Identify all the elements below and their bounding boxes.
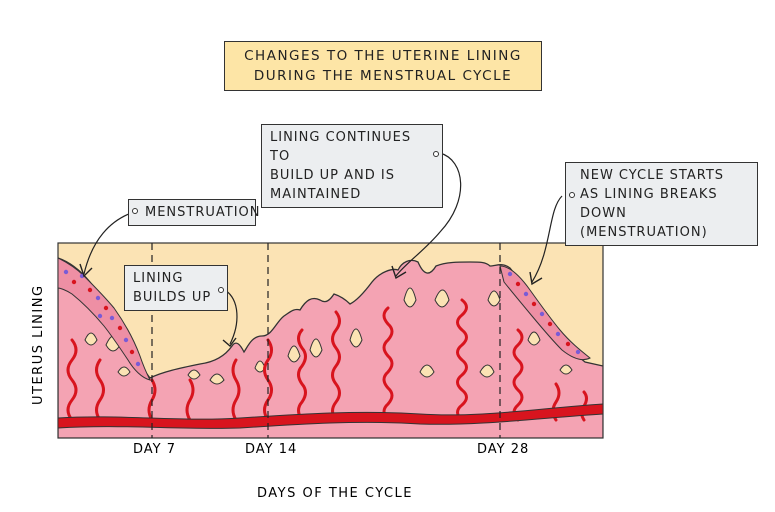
tag-hole-icon (569, 192, 575, 198)
shedding-layer-left (58, 257, 151, 381)
day-markers (151, 243, 501, 438)
pointer-arrowheads (79, 263, 543, 348)
x-axis-label: DAYS OF THE CYCLE (257, 486, 413, 501)
tag-hole-icon (433, 151, 439, 157)
title-line-1: CHANGES TO THE UTERINE LINING (244, 48, 522, 64)
title-line-2: DURING THE MENSTRUAL CYCLE (253, 68, 513, 84)
label-new-cycle: NEW CYCLE STARTS AS LINING BREAKS DOWN (… (565, 162, 758, 246)
pointer-lines (83, 152, 563, 345)
shedding-layer-right (499, 265, 591, 361)
tick-day-28: DAY 28 (477, 442, 529, 457)
label-lining-builds-up: LINING BUILDS UP (124, 265, 228, 311)
label-menstruation: MENSTRUATION (128, 199, 260, 226)
tick-day-14: DAY 14 (245, 442, 297, 457)
tag-hole-icon (132, 208, 138, 214)
tag-hole-icon (218, 287, 224, 293)
gland-spaces (84, 287, 573, 385)
label-lining-continues: LINING CONTINUES TO BUILD UP AND IS MAIN… (261, 124, 443, 208)
shed-blood-dots (63, 269, 581, 367)
diagram-title: CHANGES TO THE UTERINE LINING DURING THE… (224, 41, 542, 91)
basal-blood-vessel (58, 403, 603, 429)
y-axis-label: UTERUS LINING (31, 284, 46, 405)
tick-day-7: DAY 7 (133, 442, 176, 457)
